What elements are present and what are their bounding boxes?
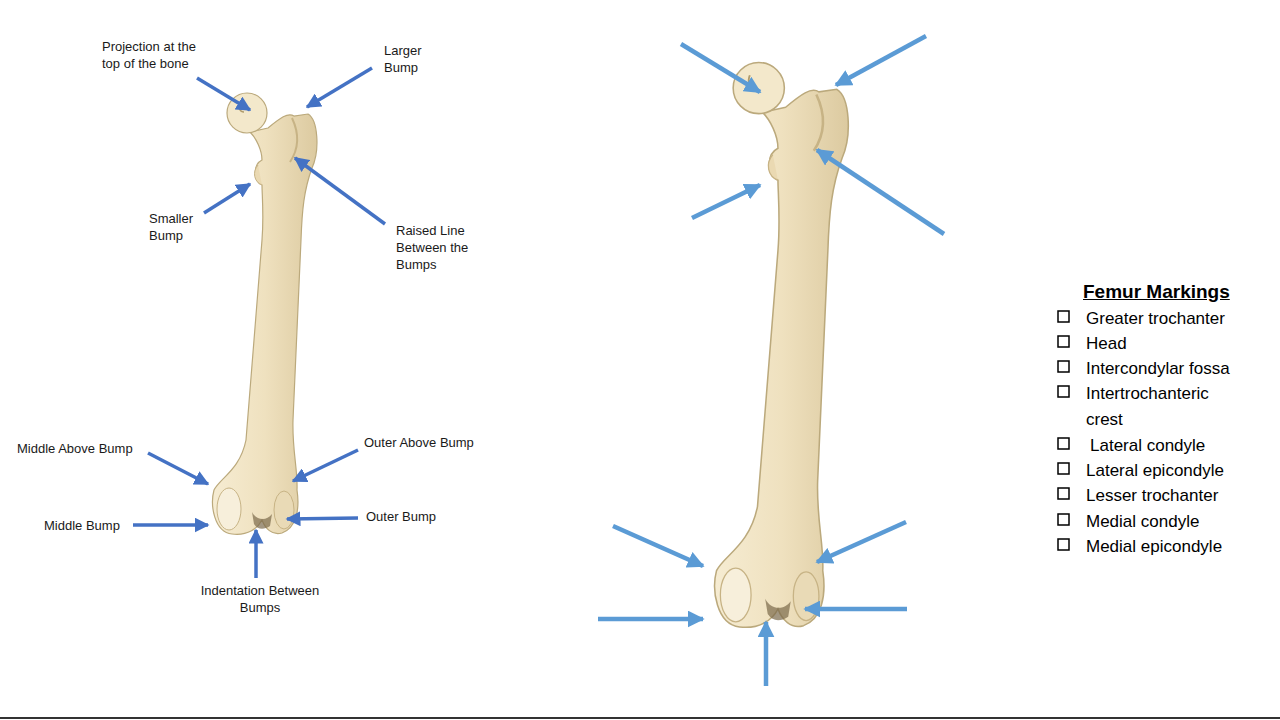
femur-bone: [213, 93, 317, 534]
blank-arrow: [836, 36, 926, 85]
leader-arrow: [295, 158, 385, 224]
femur-bone: [715, 62, 849, 627]
checklist-item: Intertrochanteric crest: [1086, 381, 1246, 433]
checklist-item: Medial epicondyle: [1086, 534, 1222, 560]
callout-label: Outer Bump: [366, 508, 436, 525]
blank-arrows: [598, 36, 944, 686]
callout-label: Middle Bump: [44, 517, 120, 534]
checkbox: [1058, 311, 1069, 322]
checkbox: [1058, 539, 1069, 550]
leader-arrow: [287, 518, 358, 519]
checkbox: [1058, 336, 1069, 347]
blank-arrow: [817, 522, 906, 562]
checklist-item: Intercondylar fossa: [1086, 356, 1230, 382]
callout-label: Raised Line Between the Bumps: [396, 222, 480, 273]
leader-arrow: [133, 523, 208, 527]
checkbox: [1058, 386, 1069, 397]
checkbox: [1058, 438, 1069, 449]
blank-arrow: [598, 617, 703, 622]
leader-arrow: [204, 184, 250, 213]
leader-arrows: [133, 68, 385, 578]
checklist-item: Lateral epicondyle: [1086, 458, 1224, 484]
callout-label: Indentation Between Bumps: [198, 582, 322, 616]
blank-arrow: [764, 622, 769, 686]
blank-arrow: [817, 150, 944, 234]
callout-label: Larger Bump: [384, 42, 436, 76]
bottom-rule: [0, 717, 1280, 719]
checkbox: [1058, 361, 1069, 372]
blank-arrow: [692, 185, 760, 218]
callout-label: Middle Above Bump: [17, 440, 133, 457]
checkbox: [1058, 463, 1069, 474]
leader-arrow: [307, 68, 372, 107]
leader-arrow: [293, 450, 358, 481]
leader-arrow: [254, 530, 258, 578]
leader-arrow: [197, 78, 250, 110]
leader-arrow: [148, 453, 208, 484]
blank-arrow: [613, 526, 703, 566]
blank-arrow: [681, 44, 760, 92]
callout-label: Projection at the top of the bone: [102, 38, 214, 72]
callout-label: Smaller Bump: [149, 210, 203, 244]
checklist-item: Lateral condyle: [1090, 433, 1205, 459]
checklist-item: Lesser trochanter: [1086, 483, 1218, 509]
checklist-item: Medial condyle: [1086, 509, 1199, 535]
blank-arrow: [805, 607, 907, 612]
checklist-item: Head: [1086, 331, 1127, 357]
list-heading: Femur Markings: [1083, 281, 1230, 303]
checkbox: [1058, 514, 1069, 525]
checklist-item: Greater trochanter: [1086, 306, 1225, 332]
checkbox: [1058, 488, 1069, 499]
callout-label: Outer Above Bump: [364, 434, 474, 451]
